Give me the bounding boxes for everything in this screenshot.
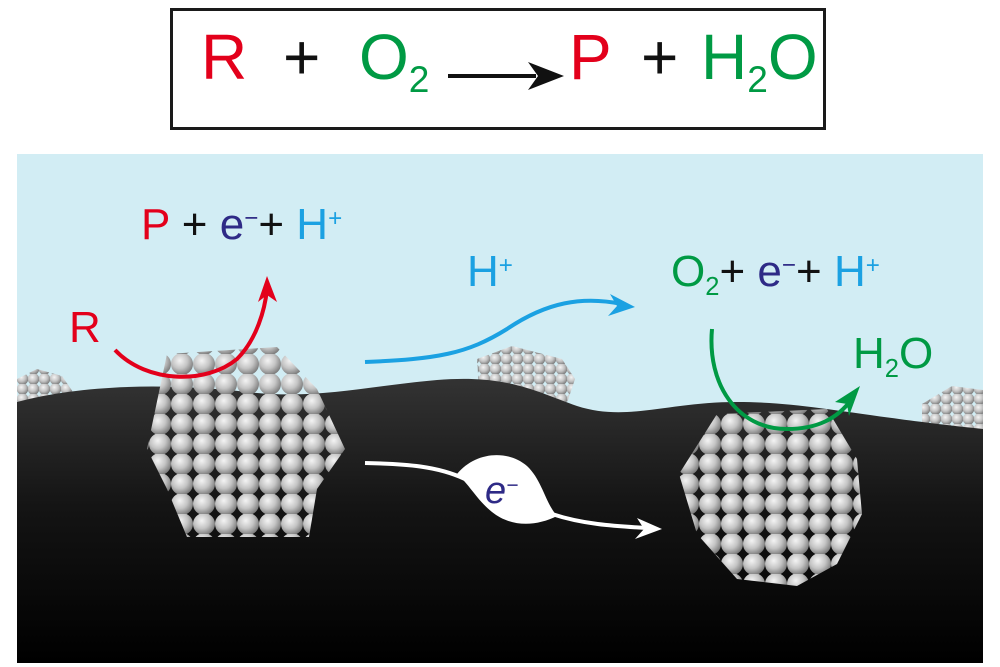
large-nanoparticle-right — [679, 409, 862, 586]
product-p: P — [569, 21, 612, 93]
plus-sign: + — [641, 21, 679, 93]
large-nanoparticle-left — [147, 347, 345, 537]
electron-transfer-arrowhead — [635, 518, 662, 539]
catalyst-scene: P + e−+ H+ R H+ O2+ e−+ H+ H2O e− — [17, 154, 983, 663]
reduction-arrow — [709, 328, 854, 432]
arrow-right-icon — [448, 62, 564, 90]
electron-label: e− — [485, 470, 519, 512]
overall-equation-box: R + O2 P + H2O — [170, 8, 826, 130]
water-h2o: H2O — [701, 21, 818, 101]
plus-sign: + — [283, 21, 321, 93]
reduction-arrowhead — [835, 386, 860, 416]
reactant-r: R — [201, 21, 248, 93]
oxidation-arrowhead — [258, 276, 277, 302]
cathode-reactants: O2+ e−+ H+ — [671, 247, 880, 302]
anode-products: P + e−+ H+ — [141, 200, 343, 249]
oxidation-arrow — [113, 288, 269, 379]
proton-transfer-arrowhead — [608, 294, 635, 316]
electron-blob — [457, 455, 557, 524]
oxygen-o2: O2 — [359, 21, 430, 101]
proton-transfer-arrow — [364, 298, 623, 364]
proton-label: H+ — [467, 247, 513, 296]
scene-graphics — [17, 154, 983, 663]
cathode-product-h2o: H2O — [853, 329, 934, 384]
anode-reactant-r: R — [69, 303, 101, 352]
